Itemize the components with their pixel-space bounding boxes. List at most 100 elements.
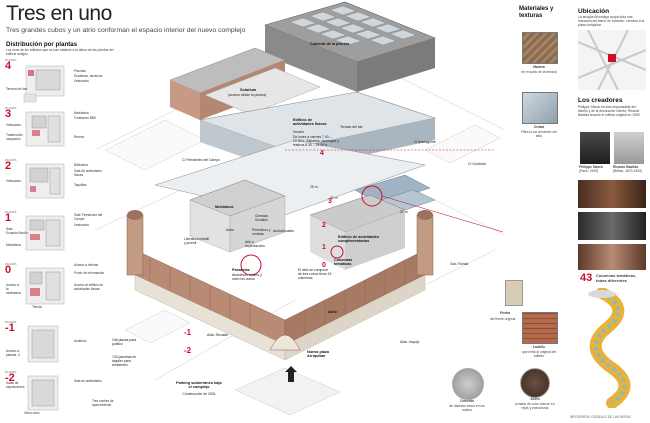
- location-heading: Ubicación: [578, 8, 610, 15]
- floor-marker: 0: [322, 262, 326, 269]
- floor-plan-diagram: [27, 375, 59, 411]
- floor-plant-label: PLANTA: [5, 58, 17, 62]
- floor-use: Tres niveles de aparcamiento: [92, 399, 114, 407]
- floor-number: -1: [5, 322, 15, 334]
- floor-use: Acceso a vitrinas: [74, 263, 99, 267]
- floor-0: PLANTA 0 Acceso a vitrinas Punto de info…: [4, 262, 154, 318]
- floor-number: 0: [5, 264, 12, 276]
- label-new-square: Nueva plaza Arriquíbar: [307, 350, 329, 358]
- credits: INFOGRAFÍA: GONZALO DE LAS HERAS: [570, 415, 631, 419]
- label-mediateca-item: Ciencias Sociales: [255, 214, 269, 222]
- material-name: Acero: [530, 397, 540, 401]
- columns-count: 43: [580, 272, 593, 284]
- material-name: Piedra: [500, 311, 511, 315]
- creator-name: Ricardo Bastida: [613, 165, 639, 169]
- material-swatch-cement: [452, 368, 484, 400]
- floor-marker: -1: [184, 328, 192, 337]
- creator-photo: [614, 132, 644, 164]
- floor-use: Acceso al edificio de actividades física…: [74, 283, 104, 291]
- creator-name: Philippe Starck: [579, 165, 603, 169]
- floor-number: 1: [5, 212, 12, 224]
- floor-use: Vestuarios: [74, 79, 89, 83]
- floor-use: Sala Ecuador/Jardín: [6, 227, 28, 235]
- material-swatch-steel: [520, 368, 550, 398]
- floor-use: Tienda: [32, 305, 42, 309]
- floor-minus-1: PLANTA -1 Acceso a plantas -2 Auditorio: [4, 320, 154, 370]
- floor-use: Acceso a la mediateca: [6, 283, 21, 295]
- floors-column: PLANTA 4 Piscinas Escaleras, ascensor Ve…: [4, 58, 154, 418]
- floor-plant-label: PLANTA: [5, 210, 17, 214]
- floor-use: Sala 'Fernández del Campo': [74, 213, 103, 221]
- floor-use: Punto de información: [74, 271, 105, 275]
- creators-desc: Philippe Starck ha sido responsable del …: [578, 105, 641, 117]
- interior-photo: [578, 180, 646, 208]
- material-swatch-glass: [522, 92, 558, 124]
- material-swatch-brick: [522, 312, 558, 344]
- label-atrio: Atrio: [328, 310, 337, 314]
- dimension-label: 32 m: [330, 196, 338, 200]
- floor-4: PLANTA 4 Piscinas Escaleras, ascensor Ve…: [4, 58, 154, 108]
- label-mediateca-item: Artes: [226, 228, 234, 232]
- material-swatch-stone: [505, 280, 523, 306]
- floor-use: Sala de actividades: [74, 379, 102, 383]
- label-mediateca: Mediateca: [215, 205, 234, 209]
- page-subtitle: Tres grandes cubos y un atrio conforman …: [6, 27, 246, 34]
- floors-heading: Distribución por plantas: [6, 41, 78, 48]
- label-mediateca-item: Arte y espectáculos: [245, 240, 265, 248]
- floor-2: PLANTA 2 Biblioteca Sala de actividades …: [4, 158, 154, 208]
- floor-plant-label: PLANTA: [5, 262, 17, 266]
- creator-info: (Bilbao, 1879-1953): [613, 169, 642, 173]
- floor-plan-diagram: [25, 111, 65, 147]
- material-name: Madera: [533, 65, 545, 69]
- label-solarium: Solarium: [240, 88, 257, 92]
- label-atrio-sub: El atrio se compone de tres cubos tiene …: [298, 268, 332, 280]
- floor-marker: 3: [328, 198, 332, 205]
- floor-use: Mediateca: [6, 243, 21, 247]
- material-desc: en el suelo de la terraza: [521, 70, 557, 74]
- label-mediateca-item: Periódicos y revistas: [252, 228, 271, 236]
- page-title: Tres en uno: [6, 2, 112, 25]
- label-parking-info: 246 plazas para público: [112, 338, 137, 346]
- material-name: Cristal: [533, 125, 545, 129]
- floor-use: Salas de exposiciones: [6, 381, 25, 389]
- material-desc: que imita al original del edificio: [522, 350, 556, 358]
- material-swatch-wood: [522, 32, 558, 64]
- floor-plan-diagram: [25, 163, 65, 199]
- label-solarium-sub: (acceso desde la piscina): [228, 93, 267, 97]
- building-illustration: [95, 1, 505, 416]
- label-pool-building: Edificio de actividades físicas: [293, 118, 327, 126]
- columns-label: Columnas temáticas, todas diferentes: [596, 273, 637, 283]
- location-map: [578, 30, 646, 90]
- creator-photo: [580, 132, 610, 164]
- interior-photo: [578, 244, 646, 270]
- floor-marker: 4: [320, 150, 324, 157]
- floor-use: Otros usos: [24, 411, 40, 415]
- floor-number: 2: [5, 160, 12, 172]
- floor-marker: 1: [322, 244, 326, 251]
- label-mediateca-item: Literatura infantil y juvenil: [184, 237, 210, 245]
- floor-use: Terraza del bar: [6, 87, 28, 91]
- label-parking-sub: Construcción de 2004: [182, 392, 216, 396]
- column-illustration: [588, 288, 631, 408]
- label-parking-info: 743 parcelas en alquiler para residentes: [112, 355, 137, 367]
- label-pool-hours: De lunes a viernes 7.00 – 22.30 h. Sábad…: [293, 135, 339, 147]
- floor-3: PLANTA 3 Mediateca Fundación BBK Vestuar…: [4, 106, 154, 156]
- floor-plan-diagram: [25, 215, 65, 251]
- floor-use: Vestuarios: [6, 123, 21, 127]
- material-desc: de distintos tonos en los suelos: [449, 404, 485, 412]
- street-label: Gdo. Ronda: [450, 262, 469, 266]
- floor-plan-diagram: [23, 65, 65, 103]
- label-columns: Columnas temáticas: [334, 258, 353, 266]
- floor-number: 3: [5, 108, 12, 120]
- street-label: Alda. Urquijo: [400, 340, 420, 344]
- label-pasarelas-sub: Atraviesan el atrio y unen los cubos: [232, 273, 262, 281]
- creators-heading: Los creadores: [578, 97, 623, 104]
- label-mediateca-item: Audiovisuales: [273, 229, 294, 233]
- floor-marker: 2: [322, 222, 326, 229]
- floor-marker: -2: [184, 346, 192, 355]
- floor-use: Recreo: [74, 135, 85, 139]
- interior-photo: [578, 212, 646, 240]
- floor-use: Piscinas: [74, 69, 86, 73]
- floor-number: -2: [5, 372, 15, 384]
- material-desc: pintado de color marrón en rejas y estru…: [515, 402, 555, 410]
